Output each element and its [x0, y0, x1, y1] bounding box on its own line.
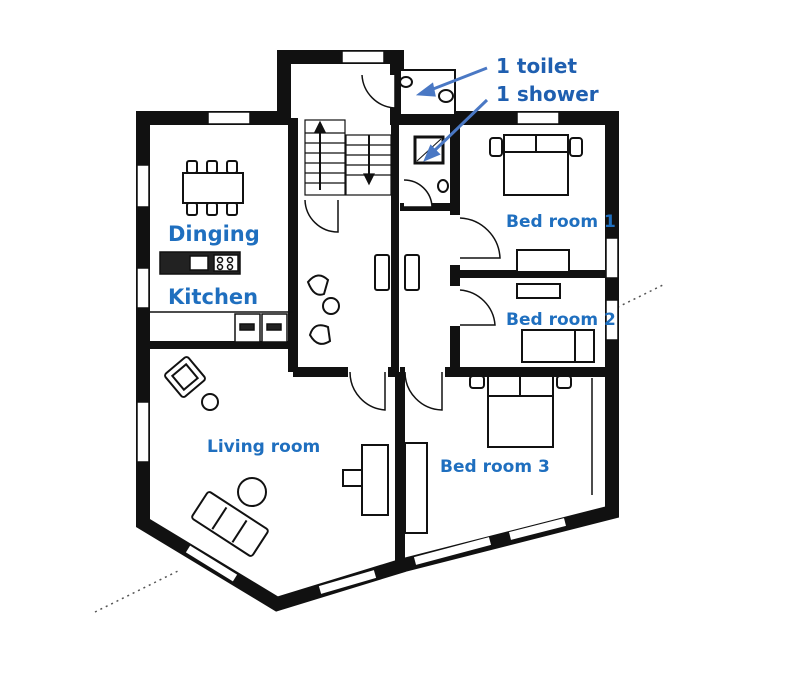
door-swing-icon — [304, 199, 339, 233]
interior-walls — [150, 113, 605, 572]
sink-icon — [399, 76, 413, 88]
door-swing-icon — [349, 371, 386, 411]
room-label-bedroom-1: Bed room 1 — [506, 212, 616, 232]
room-label-kitchen: Kitchen — [168, 285, 259, 309]
annotation-shower: 1 shower — [496, 82, 599, 106]
window-icon — [207, 111, 251, 125]
room-label-bedroom-2: Bed room 2 — [506, 310, 616, 330]
dotted-axis-line — [94, 569, 181, 613]
window-icon — [136, 164, 150, 208]
window-icon — [136, 267, 150, 309]
window-icon — [341, 50, 385, 64]
armchair-icon — [308, 324, 332, 345]
slanted-windows — [185, 518, 566, 594]
window-icon — [516, 111, 560, 125]
armchair-icon — [306, 274, 330, 296]
windows — [136, 50, 619, 463]
door-swing-icon — [459, 217, 501, 259]
toilet-icon — [438, 89, 454, 103]
desk-icon — [361, 444, 389, 516]
living-room-furniture — [164, 356, 389, 557]
armchair-icon — [164, 356, 206, 398]
room-label-living: Living room — [207, 437, 321, 457]
door-swing-icon — [403, 179, 433, 208]
double-bed-icon — [489, 134, 583, 299]
hallway-furniture — [306, 254, 420, 345]
window-icon — [136, 401, 150, 463]
door-swing-icon — [404, 371, 443, 411]
window-icon — [605, 237, 619, 279]
single-bed-icon — [521, 329, 595, 363]
annotation-toilet: 1 toilet — [496, 54, 578, 78]
door-swing-icon — [361, 74, 396, 109]
doors — [304, 74, 501, 411]
dining-table-icon — [182, 160, 244, 216]
door-swing-icon — [459, 289, 496, 326]
kitchen-counter — [150, 251, 293, 343]
dotted-axis-line — [611, 283, 666, 311]
room-label-bedroom-3: Bed room 3 — [440, 457, 550, 477]
annotation-arrows — [415, 66, 489, 162]
double-bed-icon — [404, 375, 593, 534]
window-icon — [605, 299, 619, 341]
room-label-dining: Dinging — [168, 222, 260, 246]
staircase-icon — [304, 119, 392, 196]
sofa-icon — [191, 491, 269, 557]
